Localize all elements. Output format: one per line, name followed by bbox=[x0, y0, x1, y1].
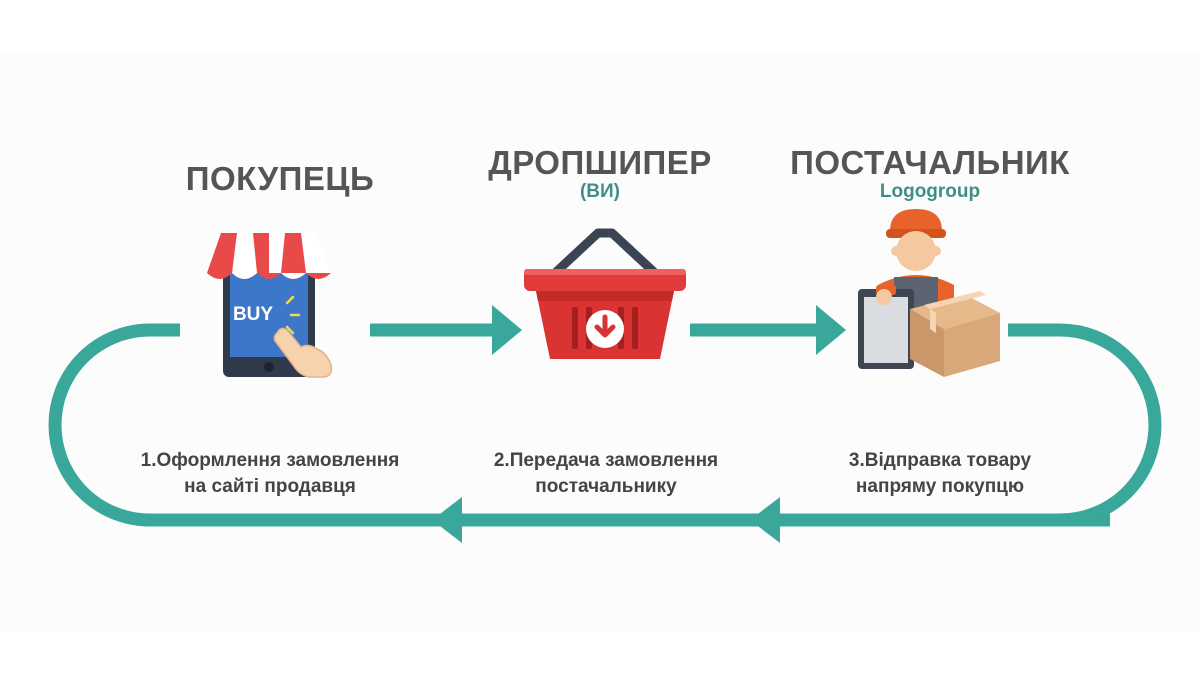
step-2-label: 2.Передача замовлення постачальнику bbox=[456, 448, 756, 500]
dropshipper-subtitle: (ВИ) bbox=[579, 181, 621, 202]
step-2-line1: 2.Передача замовлення bbox=[493, 450, 719, 471]
supplier-title: ПОСТАЧАЛЬНИК bbox=[790, 144, 1070, 181]
step-3-label: 3.Відправка товару напряму покупцю bbox=[800, 448, 1080, 500]
step-2-line2: постачальнику bbox=[535, 476, 677, 497]
loop-left-bottom bbox=[48, 323, 1110, 527]
arrowhead-bottom-left bbox=[432, 497, 462, 543]
buyer-title: ПОКУПЕЦЬ bbox=[185, 160, 375, 197]
delivery-man-icon bbox=[858, 209, 1000, 377]
arrowhead-bottom-right bbox=[750, 497, 780, 543]
step-1-line1: 1.Оформлення замовлення bbox=[140, 450, 400, 471]
step-1-line2: на сайті продавця bbox=[184, 476, 356, 497]
supplier-subtitle: Logogroup bbox=[879, 181, 981, 202]
arrowhead-2 bbox=[816, 305, 846, 355]
arrowhead-1 bbox=[492, 305, 522, 355]
step-1-label: 1.Оформлення замовлення на сайті продавц… bbox=[110, 448, 430, 500]
loop-right bbox=[1008, 323, 1162, 527]
shopping-basket-icon bbox=[524, 228, 686, 359]
dropshipper-title: ДРОПШИПЕР bbox=[488, 144, 712, 181]
phone-shop-icon: BUY bbox=[207, 233, 333, 378]
buy-label: BUY bbox=[233, 304, 273, 325]
step-3-line1: 3.Відправка товару bbox=[848, 450, 1032, 471]
step-3-line2: напряму покупцю bbox=[855, 476, 1025, 497]
